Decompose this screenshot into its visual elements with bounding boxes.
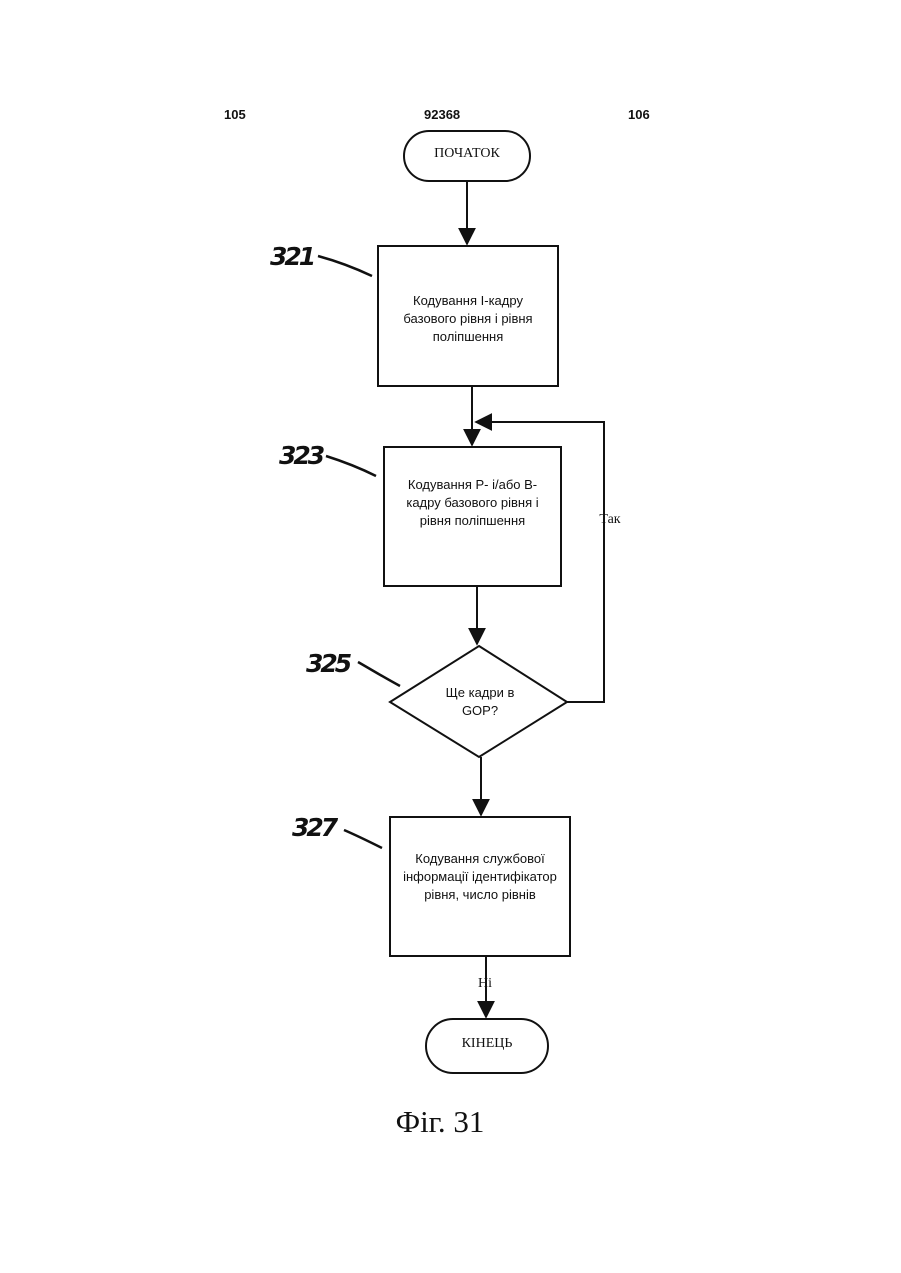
leader-323 — [326, 456, 376, 476]
step-327-text: Кодування службової інформації ідентифік… — [402, 850, 558, 904]
ref-327: 327 — [292, 813, 335, 842]
decision-325-text: Ще кадри в GOP? — [430, 684, 530, 720]
ref-321: 321 — [270, 242, 313, 271]
yes-label: Так — [590, 512, 630, 528]
leader-325 — [358, 662, 400, 686]
leader-321 — [318, 256, 372, 276]
figure-caption: Фіг. 31 — [380, 1104, 500, 1140]
end-label: КІНЕЦЬ — [426, 1036, 548, 1052]
step-323-text: Кодування P- і/або B-кадру базового рівн… — [394, 476, 551, 530]
ref-323: 323 — [279, 441, 322, 470]
no-label: Ні — [470, 976, 500, 992]
step-321-text: Кодування I-кадру базового рівня і рівня… — [392, 292, 544, 346]
leader-327 — [344, 830, 382, 848]
loop-yes-connector — [476, 422, 604, 702]
ref-325: 325 — [306, 649, 349, 678]
start-label: ПОЧАТОК — [404, 146, 530, 162]
